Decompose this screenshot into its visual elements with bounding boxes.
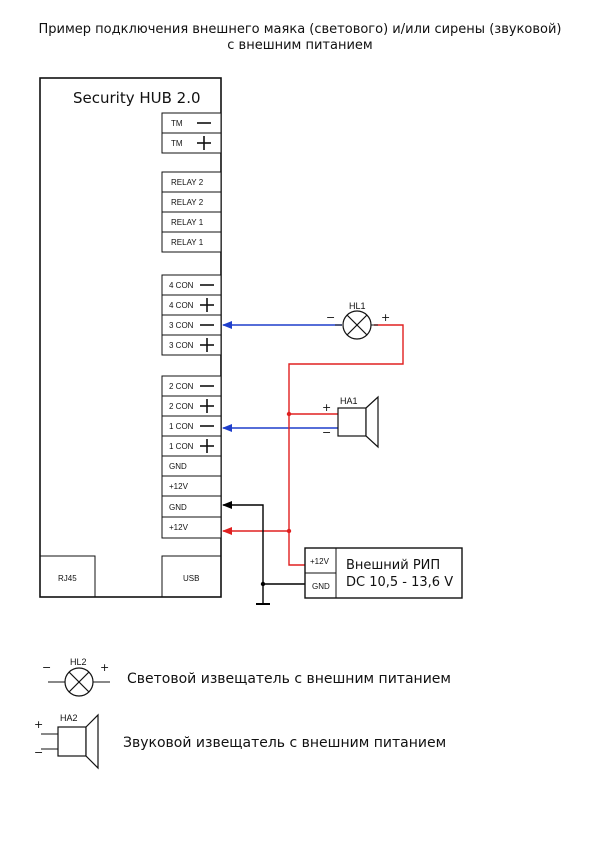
diagram-title-line-1: Пример подключения внешнего маяка (свето…: [38, 22, 562, 37]
terminal-group-tm: TM TM: [161, 112, 222, 154]
wires: [222, 321, 404, 605]
terminal-relay1-b: RELAY 1: [171, 238, 204, 247]
ha1-siren: HA1 + −: [322, 395, 379, 449]
diagram-title-line-2: с внешним питанием: [227, 38, 373, 53]
terminal-1con-minus: 1 CON: [169, 422, 194, 431]
hl1-label: HL1: [349, 301, 366, 311]
terminal-4con-plus: 4 CON: [169, 301, 194, 310]
terminal-relay1-a: RELAY 1: [171, 218, 204, 227]
hl1-plus-sign: +: [381, 311, 390, 324]
legend-hl2-description: Световой извещатель с внешним питанием: [127, 671, 451, 687]
psu-terminal-12v: +12V: [310, 557, 330, 566]
terminal-12v-2: +12V: [169, 523, 189, 532]
plus-sign-icon: [200, 338, 214, 352]
terminal-3con-plus: 3 CON: [169, 341, 194, 350]
ha1-label: HA1: [340, 396, 358, 406]
hl1-minus-sign: −: [326, 311, 335, 324]
terminal-2con-minus: 2 CON: [169, 382, 194, 391]
legend-hl2: HL2 − +: [42, 657, 110, 697]
terminal-group-con-4-3: 4 CON 4 CON 3 CON 3 CON: [161, 274, 222, 356]
plus-sign-icon: [200, 399, 214, 413]
terminal-1con-plus: 1 CON: [169, 442, 194, 451]
plus-sign-icon: [200, 298, 214, 312]
legend-ha2-label: HA2: [60, 713, 78, 723]
port-rj45-label: RJ45: [58, 574, 77, 583]
plus-sign-icon: [197, 136, 211, 150]
wire-gnd: [222, 501, 305, 585]
terminal-group-con-2-1-power: 2 CON 2 CON 1 CON 1 CON GND +12V GND +12…: [161, 375, 222, 539]
hl1-lamp: HL1 − +: [326, 301, 390, 340]
hub-name: Security HUB 2.0: [73, 89, 201, 107]
legend-ha2-plus: +: [34, 718, 43, 731]
legend-ha2-description: Звуковой извещатель с внешним питанием: [123, 735, 447, 751]
terminal-gnd-1: GND: [169, 462, 187, 471]
terminal-group-relay: RELAY 2 RELAY 2 RELAY 1 RELAY 1: [161, 171, 222, 253]
port-usb-label: USB: [183, 574, 199, 583]
legend-hl2-plus: +: [100, 661, 109, 674]
terminal-2con-plus: 2 CON: [169, 402, 194, 411]
legend-hl2-label: HL2: [70, 657, 87, 667]
legend-ha2-minus: −: [34, 746, 43, 759]
terminal-relay2-b: RELAY 2: [171, 198, 204, 207]
port-rj45: [39, 555, 96, 598]
ha1-minus-sign: −: [322, 426, 331, 439]
terminal-4con-minus: 4 CON: [169, 281, 194, 290]
legend-ha2: HA2 + −: [34, 713, 99, 770]
psu-terminal-gnd: GND: [312, 582, 330, 591]
terminal-relay2-a: RELAY 2: [171, 178, 204, 187]
external-psu: +12V GND Внешний РИП DC 10,5 - 13,6 V: [304, 547, 463, 599]
wire-plus-12v-bus: [288, 324, 404, 566]
terminal-tm-plus: TM: [171, 139, 183, 148]
plus-sign-icon: [200, 439, 214, 453]
port-usb: [161, 555, 222, 598]
terminal-tm-minus: TM: [171, 119, 183, 128]
terminal-3con-minus: 3 CON: [169, 321, 194, 330]
psu-title: Внешний РИП: [346, 558, 440, 573]
legend-hl2-minus: −: [42, 661, 51, 674]
speaker-icon: [57, 726, 87, 757]
terminal-gnd-2: GND: [169, 503, 187, 512]
speaker-icon: [337, 407, 367, 437]
psu-voltage: DC 10,5 - 13,6 V: [346, 575, 453, 590]
terminal-12v-1: +12V: [169, 482, 189, 491]
security-hub: Security HUB 2.0 TM TM RELAY 2 RELAY 2 R…: [39, 77, 222, 598]
ha1-plus-sign: +: [322, 401, 331, 414]
